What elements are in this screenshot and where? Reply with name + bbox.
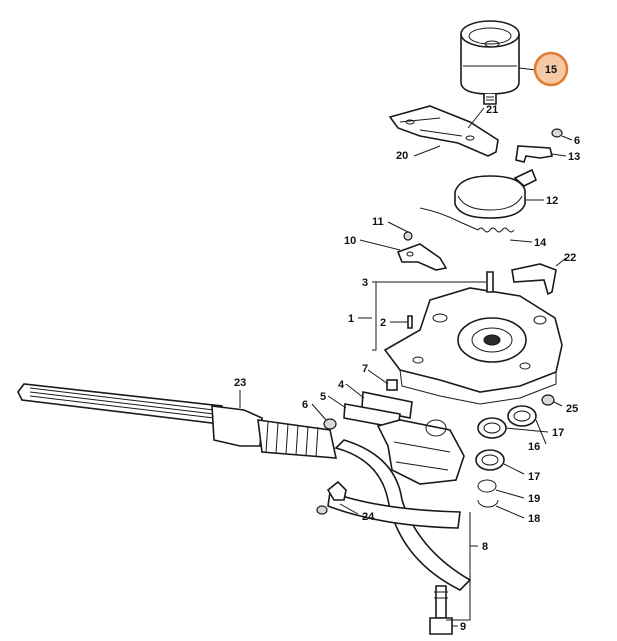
part-18-circlip[interactable] — [477, 499, 499, 508]
highlight-label: 15 — [545, 64, 557, 76]
callout-25[interactable]: 25 — [566, 403, 578, 415]
callout-1[interactable]: 1 — [348, 313, 354, 325]
part-14-spring[interactable] — [419, 207, 515, 233]
callout-24[interactable]: 24 — [362, 511, 375, 523]
callout-7[interactable]: 7 — [362, 363, 368, 375]
part-6-screw-upper[interactable] — [551, 128, 563, 138]
callout-21[interactable]: 21 — [486, 104, 498, 116]
callout-14[interactable]: 14 — [534, 237, 547, 249]
part-24-bracket[interactable] — [316, 480, 347, 515]
part-11-screw[interactable] — [403, 231, 413, 241]
callout-17-upper[interactable]: 17 — [552, 427, 564, 439]
callout-23[interactable]: 23 — [234, 377, 246, 389]
callout-2[interactable]: 2 — [380, 317, 386, 329]
callout-12[interactable]: 12 — [546, 195, 558, 207]
callout-10[interactable]: 10 — [344, 235, 356, 247]
part-7-nut[interactable] — [386, 379, 398, 391]
callout-5[interactable]: 5 — [320, 391, 326, 403]
part-20-cover-plate[interactable] — [388, 105, 499, 157]
callout-22[interactable]: 22 — [564, 252, 576, 264]
callout-6-lower[interactable]: 6 — [302, 399, 308, 411]
part-4-plate[interactable] — [361, 391, 413, 419]
callout-3[interactable]: 3 — [362, 277, 368, 289]
part-23-drive-tube[interactable] — [17, 383, 338, 459]
callout-6-upper[interactable]: 6 — [574, 135, 580, 147]
part-13-bracket[interactable] — [515, 145, 553, 163]
part-3-pin[interactable] — [486, 271, 494, 293]
part-8-hose[interactable] — [327, 439, 472, 591]
callout-19[interactable]: 19 — [528, 493, 540, 505]
part-10-lever[interactable] — [396, 243, 448, 271]
part-12-brake-band[interactable] — [454, 168, 538, 219]
callout-16[interactable]: 16 — [528, 441, 540, 453]
part-17-bearing-lower[interactable] — [475, 449, 505, 471]
part-15-clutch-drum[interactable] — [460, 20, 520, 105]
callout-labels: 21 6 13 20 12 11 10 14 22 3 1 2 23 7 4 5… — [234, 104, 580, 633]
callout-9[interactable]: 9 — [460, 621, 466, 633]
callout-18[interactable]: 18 — [528, 513, 540, 525]
part-2-pin[interactable] — [407, 315, 413, 329]
part-25-plug[interactable] — [541, 394, 555, 406]
part-clamp-assembly[interactable] — [376, 419, 465, 485]
callout-13[interactable]: 13 — [568, 151, 580, 163]
callout-17-lower[interactable]: 17 — [528, 471, 540, 483]
part-17-bearing-upper[interactable] — [477, 417, 507, 439]
callout-20[interactable]: 20 — [396, 150, 408, 162]
callout-11[interactable]: 11 — [372, 216, 384, 228]
part-16-bearing[interactable] — [507, 405, 537, 427]
part-9-drive-shaft[interactable] — [429, 585, 453, 635]
part-1-gear-housing[interactable] — [383, 287, 563, 405]
part-19-washer[interactable] — [477, 479, 497, 493]
highlight-callout-15[interactable]: 15 — [533, 51, 569, 87]
callout-8[interactable]: 8 — [482, 541, 488, 553]
part-22-cover-cap[interactable] — [511, 263, 557, 296]
callout-4[interactable]: 4 — [338, 379, 345, 391]
part-6-screw-lower[interactable] — [323, 418, 337, 430]
leader-lines — [239, 67, 573, 627]
